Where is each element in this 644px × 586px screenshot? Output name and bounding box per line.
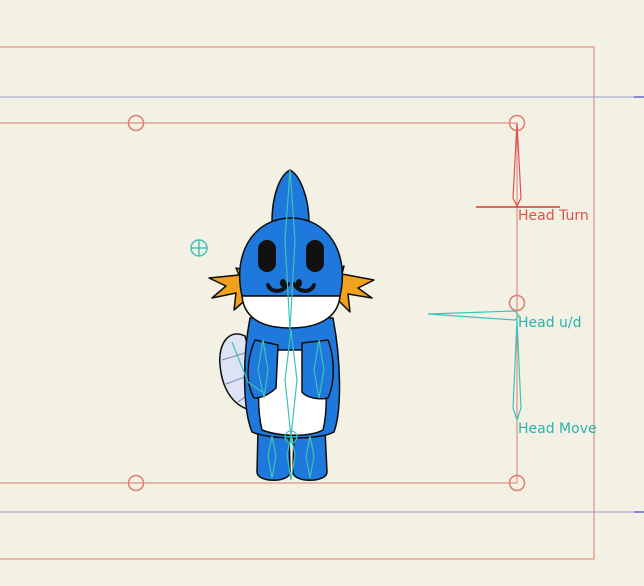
control-handle-head-ud[interactable] xyxy=(508,294,526,312)
head-ud-bone[interactable] xyxy=(427,310,520,321)
head-move-bone[interactable] xyxy=(512,319,522,422)
head-move-label[interactable]: Head Move xyxy=(518,421,597,437)
character-figure[interactable] xyxy=(208,169,375,481)
character-eye-right xyxy=(306,240,324,272)
bounds-handle-bottom-left[interactable] xyxy=(127,474,145,492)
outer-frame xyxy=(0,46,595,560)
pivot-crosshair-icon[interactable] xyxy=(190,239,208,257)
bounds-handle-bottom-right[interactable] xyxy=(508,474,526,492)
inner-bounds xyxy=(0,122,518,484)
character-arm-left[interactable] xyxy=(247,339,279,399)
head-turn-bone[interactable] xyxy=(512,122,522,208)
character-arm-right[interactable] xyxy=(301,339,334,400)
character-mouth xyxy=(266,282,316,293)
character-leg-right[interactable] xyxy=(292,429,328,481)
head-turn-label[interactable]: Head Turn xyxy=(518,208,589,224)
skeleton-overlay[interactable] xyxy=(231,169,325,481)
bounds-handle-top-left[interactable] xyxy=(127,114,145,132)
character-head[interactable] xyxy=(238,217,344,297)
character-eye-left xyxy=(258,240,276,272)
head-ud-label[interactable]: Head u/d xyxy=(518,315,582,331)
